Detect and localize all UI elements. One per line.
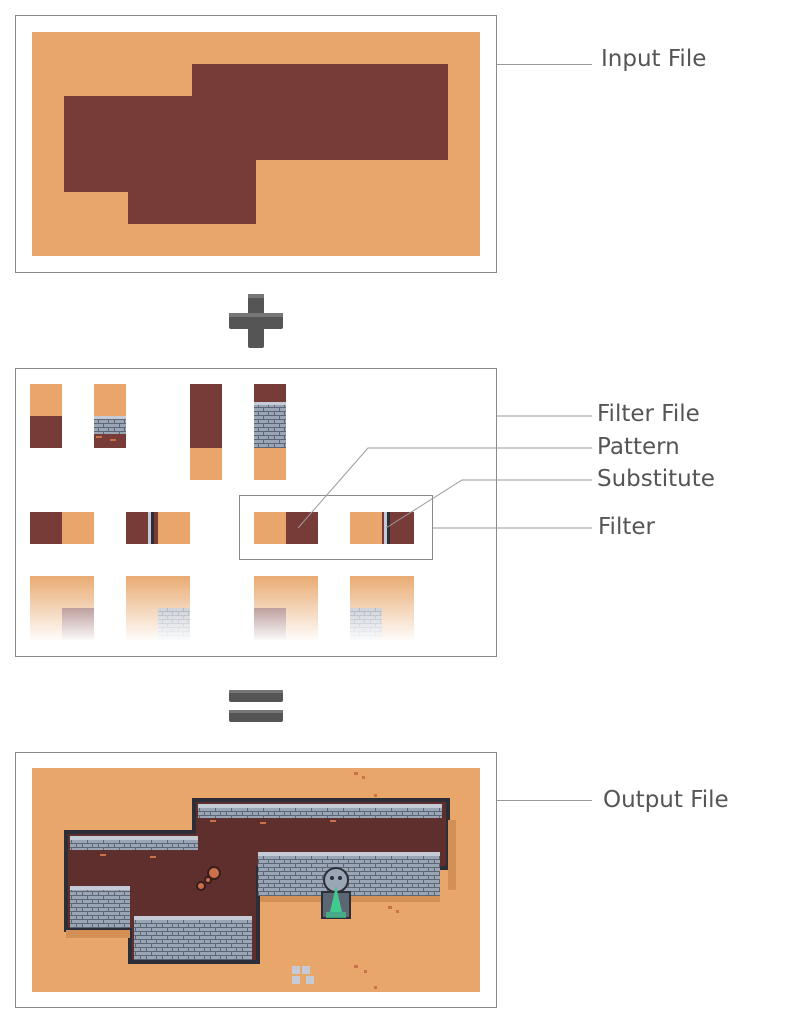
filter-highlight-box [239,495,433,560]
filter-file-label: Filter File [597,401,700,427]
filter-label: Filter [598,514,655,540]
substitute-label: Substitute [597,466,715,492]
output-file-label: Output File [603,787,729,813]
pattern-label: Pattern [597,434,680,460]
input-file-leader [497,64,592,65]
output-file-panel [15,752,497,1008]
input-file-panel [15,15,497,273]
input-file-label: Input File [601,46,707,72]
output-file-leader [497,800,592,801]
